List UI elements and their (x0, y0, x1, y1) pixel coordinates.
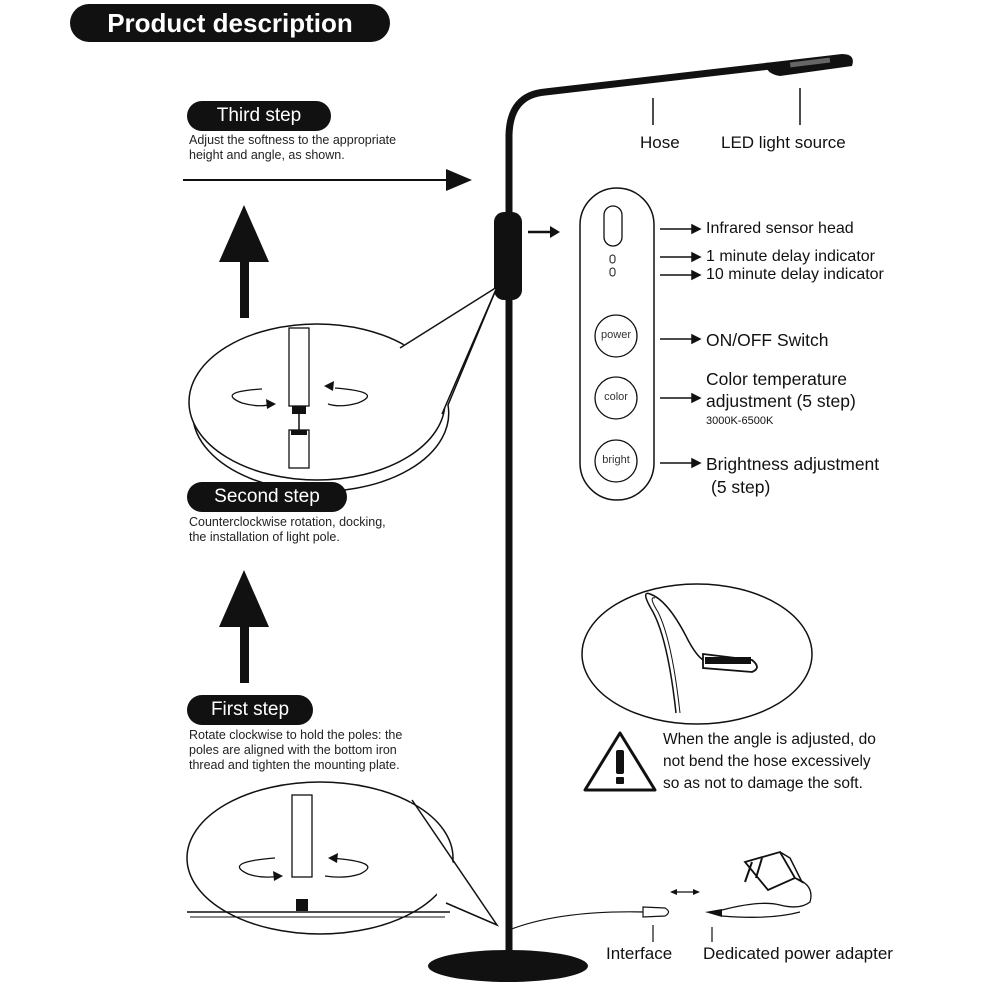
color-range-label: 3000K-6500K (706, 415, 774, 427)
delay10-label: 10 minute delay indicator (706, 266, 884, 283)
interface-label: Interface (606, 944, 673, 963)
third-step-text: Adjust the softness to the appropriate h… (189, 133, 397, 162)
second-step-text: Counterclockwise rotation, docking, the … (189, 515, 386, 544)
warning-line-3: so as not to damage the soft. (663, 775, 863, 792)
color-button[interactable]: color (604, 391, 628, 403)
brightness-label: Brightness adjustment (706, 454, 880, 474)
bright-button[interactable]: bright (602, 454, 630, 466)
third-step-label: Third step (187, 101, 331, 131)
lamp-pole (505, 62, 774, 962)
page-title: Product description (70, 4, 390, 42)
warning-line-2: not bend the hose excessively (663, 753, 871, 770)
arrow-up-icon (219, 570, 269, 627)
power-button-shape (594, 314, 638, 358)
power-switch-label: ON/OFF Switch (706, 330, 829, 350)
indicator-1min (609, 254, 616, 264)
pole-control-unit (494, 212, 522, 300)
delay1-label: 1 minute delay indicator (706, 248, 875, 265)
first-step-label: First step (187, 695, 313, 725)
lamp-base (428, 950, 588, 982)
arrow-up-icon (219, 205, 269, 262)
arrow-right-icon (446, 169, 472, 191)
power-adapter-label: Dedicated power adapter (703, 944, 893, 963)
brightness-label-2: (5 step) (711, 477, 771, 497)
color-button-shape (594, 376, 638, 420)
led-light-source-label: LED light source (721, 133, 846, 152)
color-temp-label: Color temperature (706, 369, 848, 389)
hose-label: Hose (640, 133, 680, 152)
power-button[interactable]: power (601, 329, 631, 341)
sensor-label: Infrared sensor head (706, 220, 854, 237)
power-adapter-icon (743, 850, 797, 892)
bright-button-shape (594, 439, 638, 483)
indicator-10min (609, 267, 616, 277)
color-temp-label-2: adjustment (5 step) (706, 391, 856, 411)
sensor-window (603, 205, 623, 247)
warning-line-1: When the angle is adjusted, do (663, 731, 876, 748)
first-step-text: Rotate clockwise to hold the poles: the … (189, 728, 403, 772)
second-step-label: Second step (187, 482, 347, 512)
